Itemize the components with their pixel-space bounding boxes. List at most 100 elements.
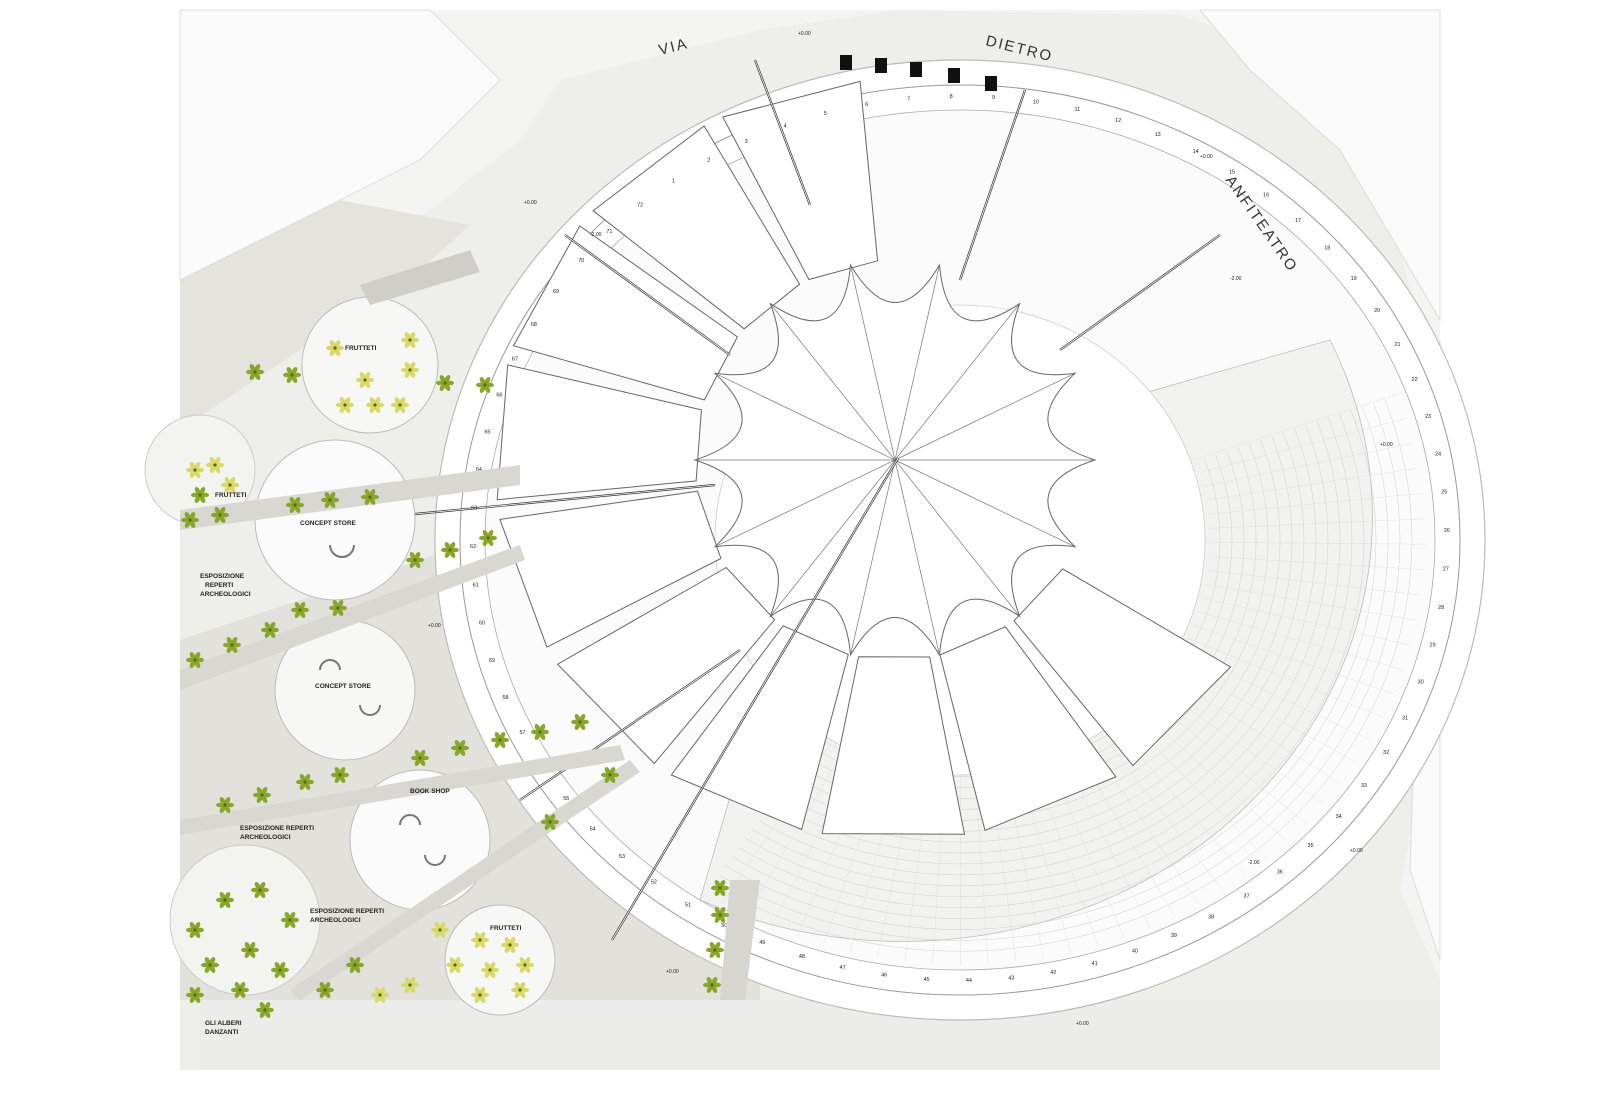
tree-leaf xyxy=(706,977,713,985)
tree-trunk xyxy=(710,983,714,987)
tree-leaf xyxy=(223,642,231,648)
tree-leaf xyxy=(264,622,271,630)
tree-leaf xyxy=(474,932,481,940)
tree-leaf xyxy=(544,814,551,822)
tree-leaf xyxy=(406,557,414,563)
arch-number: 62 xyxy=(470,544,476,550)
tree-leaf xyxy=(209,957,216,965)
tree-leaf xyxy=(291,917,299,923)
tree-leaf xyxy=(326,345,334,351)
tree-leaf xyxy=(226,637,233,645)
tree-leaf xyxy=(519,957,526,965)
umbrella-rib xyxy=(770,303,896,461)
tree-leaf xyxy=(414,750,421,758)
tree-leaf xyxy=(534,732,541,740)
canopy-panel xyxy=(556,566,776,765)
tree-leaf xyxy=(471,937,479,943)
tree-leaf xyxy=(306,779,314,785)
tree-leaf xyxy=(196,927,204,933)
arch-number: 30 xyxy=(1418,680,1424,686)
tree-leaf xyxy=(263,792,271,798)
tree-leaf xyxy=(411,982,419,988)
arch-number: 69 xyxy=(553,289,559,295)
tree-leaf xyxy=(721,912,729,918)
tree-leaf xyxy=(454,965,461,973)
label-book-shop: BOOK SHOP xyxy=(410,788,450,795)
arch-number: 42 xyxy=(1050,970,1056,976)
tree xyxy=(331,767,349,783)
tree-leaf xyxy=(316,987,324,993)
tree-leaf xyxy=(374,995,381,1003)
tree-trunk xyxy=(238,988,242,992)
bench xyxy=(359,704,381,716)
label-esposizione-2a: ESPOSIZIONE REPERTI xyxy=(240,825,314,832)
tree xyxy=(186,652,204,668)
tree-leaf xyxy=(446,380,454,386)
tree xyxy=(711,880,729,896)
street-label-via: VIA xyxy=(657,35,690,59)
tree-leaf xyxy=(201,962,209,968)
tree-leaf xyxy=(709,950,716,958)
mast-core xyxy=(519,649,741,801)
tree-leaf xyxy=(259,1010,266,1018)
tree-leaf xyxy=(366,377,374,383)
tree xyxy=(541,814,559,830)
tree xyxy=(571,714,589,730)
tree-leaf xyxy=(474,987,481,995)
tree-leaf xyxy=(214,465,221,473)
tree-leaf xyxy=(354,957,361,965)
tree-leaf xyxy=(294,497,301,505)
tree-leaf xyxy=(359,372,366,380)
tree-leaf xyxy=(254,890,261,898)
tree xyxy=(186,987,204,1003)
arch-number: 25 xyxy=(1441,489,1447,495)
tree-trunk xyxy=(408,983,412,987)
tree-leaf xyxy=(404,340,411,348)
tree-leaf xyxy=(289,920,296,928)
tree-leaf xyxy=(264,630,271,638)
elevation-marker: +0.00 xyxy=(428,623,441,629)
arch-number: 33 xyxy=(1361,783,1367,789)
elevation-marker: -2.00 xyxy=(1248,860,1260,866)
label-concept-store-2: CONCEPT STORE xyxy=(315,683,372,690)
cavea-radial xyxy=(1208,493,1423,515)
tree-leaf xyxy=(364,372,371,380)
tree-trunk xyxy=(718,913,722,917)
canopy-panel xyxy=(1013,568,1232,767)
tree xyxy=(516,957,534,973)
tree xyxy=(271,962,289,978)
tree-leaf xyxy=(394,397,401,405)
tree-leaf xyxy=(409,332,416,340)
tree-leaf xyxy=(401,402,409,408)
tree-leaf xyxy=(379,987,386,995)
tree-leaf xyxy=(434,922,441,930)
elevation-marker: -2.00 xyxy=(590,232,602,238)
tree-leaf xyxy=(279,962,286,970)
tree-leaf xyxy=(219,507,226,515)
arch-number: 34 xyxy=(1336,814,1342,820)
building-block-nw xyxy=(179,9,501,281)
tree-trunk xyxy=(223,898,227,902)
tree-leaf xyxy=(356,962,364,968)
svg-text:+0.00: +0.00 xyxy=(1350,848,1363,854)
tree xyxy=(703,977,721,993)
arch-number: 10 xyxy=(1033,99,1039,105)
tree-trunk xyxy=(208,963,212,967)
bench xyxy=(424,854,446,866)
tree xyxy=(501,937,519,953)
tree-leaf xyxy=(474,940,481,948)
cavea-radial xyxy=(975,774,989,965)
cavea-row xyxy=(758,425,1329,876)
tree-leaf xyxy=(374,405,381,413)
cavea-row xyxy=(719,402,1401,941)
arch-number: 72 xyxy=(637,203,643,209)
tree-leaf xyxy=(331,497,339,503)
arch-number: 44 xyxy=(966,978,972,984)
tree-leaf xyxy=(249,372,256,380)
tree-leaf xyxy=(191,517,199,523)
street-bottom xyxy=(200,1000,1440,1070)
cavea-radial xyxy=(1199,418,1406,473)
tree-leaf xyxy=(519,982,526,990)
tree-leaf xyxy=(713,982,721,988)
cavea-row xyxy=(732,410,1377,919)
